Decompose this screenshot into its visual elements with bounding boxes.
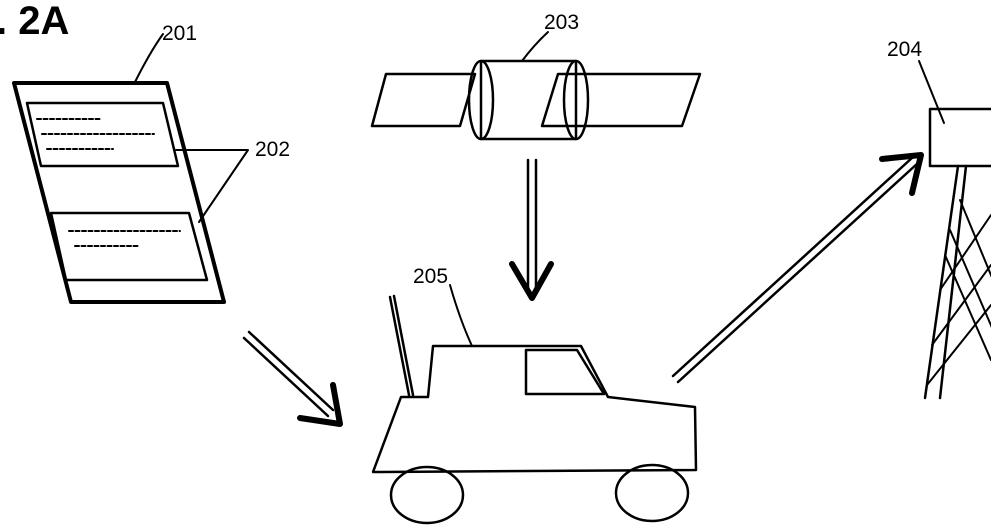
label-201: 201 [162, 22, 197, 45]
label-204: 204 [887, 38, 922, 61]
vehicle-icon [371, 294, 698, 525]
label-203-group: 203 [521, 11, 579, 62]
figure-title: . 2A [0, 0, 69, 43]
label-205-group: 205 [413, 265, 473, 347]
label-203: 203 [544, 11, 579, 34]
label-204-group: 204 [887, 38, 945, 124]
arrow-document-to-vehicle [242, 330, 343, 427]
label-202-group: 202 [175, 138, 290, 223]
arrow-vehicle-to-tower [671, 152, 924, 384]
satellite-icon [370, 59, 702, 141]
rear-wheel [389, 465, 465, 525]
tower-icon [923, 107, 991, 400]
document-icon [12, 81, 226, 304]
label-201-group: 201 [133, 22, 197, 85]
arrow-satellite-to-vehicle [509, 158, 554, 301]
label-202: 202 [255, 138, 290, 161]
label-205: 205 [413, 265, 448, 288]
front-wheel [614, 463, 690, 523]
